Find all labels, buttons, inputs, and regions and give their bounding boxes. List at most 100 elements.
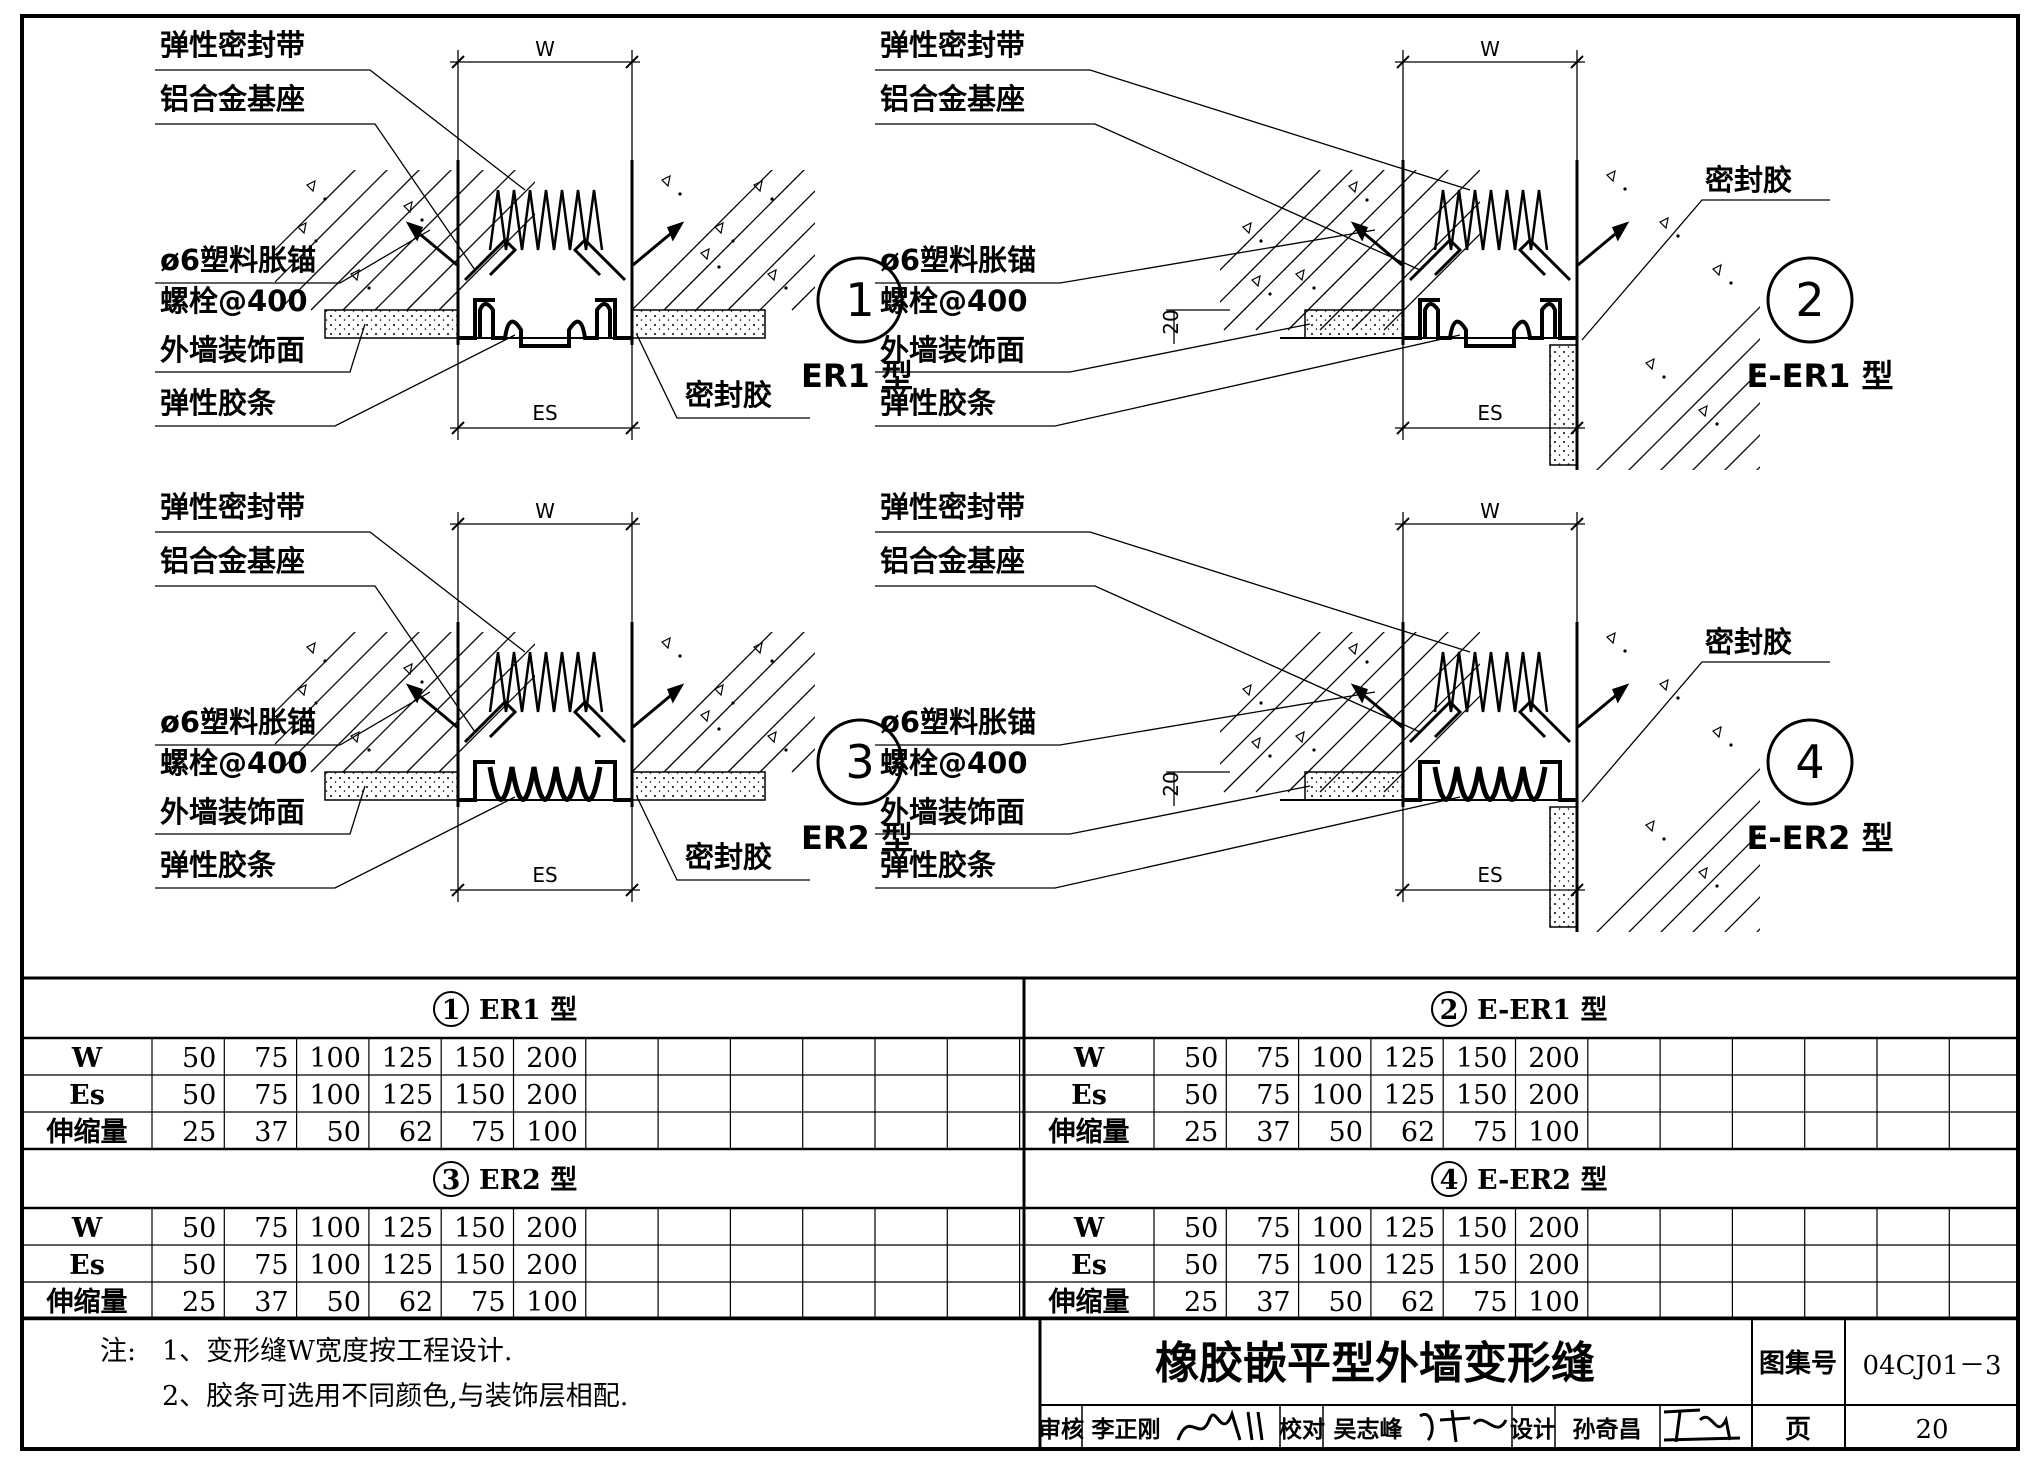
table-number: 1 — [442, 995, 461, 1026]
table-cell: 125 — [382, 1043, 434, 1074]
table-cell: 62 — [1401, 1117, 1435, 1148]
seal-strip-zigzag — [1433, 651, 1549, 713]
label-anchor: ø6塑料胀锚 — [880, 243, 1036, 277]
table-cell: 100 — [309, 1250, 361, 1281]
dimension-es: ES — [532, 401, 557, 425]
table-cell: 125 — [1384, 1080, 1436, 1111]
page-number: 20 — [1915, 1415, 1948, 1445]
label-bolt: 螺栓@400 — [160, 284, 308, 318]
label-sealant: 密封胶 — [685, 840, 772, 874]
table-cell: 200 — [1528, 1080, 1580, 1111]
detail-number: 1 — [845, 273, 874, 327]
dimensions: WES — [450, 499, 640, 902]
label-seal-strip: 弹性密封带 — [160, 28, 305, 62]
detail-number-circle — [816, 718, 904, 806]
table-cell: 100 — [1528, 1287, 1580, 1318]
detail-marker: 4E-ER2 型 — [1746, 718, 1894, 857]
atlas-number: 04CJ01－3 — [1862, 1351, 2001, 1381]
notes-prefix: 注: — [100, 1336, 136, 1367]
table-cell: 100 — [526, 1287, 578, 1318]
design-label: 设计 — [1510, 1417, 1556, 1443]
row-header: 伸缩量 — [1048, 1286, 1130, 1318]
joint-assembly — [1350, 651, 1630, 802]
callouts: 弹性密封带铝合金基座ø6塑料胀锚螺栓@400外墙装饰面弹性胶条密封胶 — [155, 490, 810, 889]
table-cell: 75 — [1256, 1080, 1290, 1111]
table-cell: 125 — [382, 1250, 434, 1281]
callouts: 弹性密封带铝合金基座ø6塑料胀锚螺栓@400外墙装饰面弹性胶条密封胶 — [155, 28, 810, 427]
row-header: 伸缩量 — [46, 1286, 128, 1318]
table-cell: 25 — [182, 1287, 216, 1318]
left-wall — [275, 622, 535, 807]
table-number: 4 — [1440, 1165, 1459, 1196]
right-wall — [1549, 622, 1760, 932]
label-sealant: 密封胶 — [1705, 625, 1792, 659]
notes: 注: 1、变形缝W宽度按工程设计. 2、胶条可选用不同颜色,与装饰层相配. — [100, 1336, 628, 1412]
checker-signature — [1419, 1409, 1508, 1443]
page-label: 页 — [1785, 1415, 1811, 1445]
row-header: Es — [1071, 1250, 1107, 1281]
detail-3: WES弹性密封带铝合金基座ø6塑料胀锚螺栓@400外墙装饰面弹性胶条密封胶3ER… — [155, 490, 913, 902]
detail-number-circle — [1766, 718, 1854, 806]
detail-marker: 2E-ER1 型 — [1746, 256, 1894, 395]
table-cell: 125 — [1384, 1043, 1436, 1074]
rubber-strip — [1423, 302, 1557, 348]
label-seal-strip: 弹性密封带 — [880, 28, 1025, 62]
dimension-w: W — [1480, 37, 1500, 61]
reviewer-signature — [1176, 1409, 1264, 1441]
table-title: E-ER1 型 — [1477, 995, 1608, 1026]
table-cell: 100 — [1311, 1043, 1363, 1074]
table-cell: 50 — [182, 1043, 216, 1074]
detail-type-label: E-ER1 型 — [1746, 357, 1893, 395]
table-cell: 100 — [1311, 1080, 1363, 1111]
table-cell: 75 — [1256, 1043, 1290, 1074]
label-anchor: ø6塑料胀锚 — [160, 243, 316, 277]
table-cell: 125 — [1384, 1213, 1436, 1244]
table-cell: 50 — [1329, 1117, 1363, 1148]
dimension-w: W — [1480, 499, 1500, 523]
dimension-w: W — [535, 37, 555, 61]
table-cell: 50 — [1184, 1250, 1218, 1281]
joint-assembly — [1350, 189, 1630, 348]
table-cell: 100 — [1311, 1250, 1363, 1281]
right-wall — [630, 622, 815, 807]
rubber-strip — [478, 302, 612, 348]
table-cell: 75 — [471, 1287, 505, 1318]
dimension-es: ES — [1477, 863, 1502, 887]
table-cell: 200 — [1528, 1043, 1580, 1074]
label-seal-strip: 弹性密封带 — [880, 490, 1025, 524]
detail-number-circle — [816, 256, 904, 344]
row-header: 伸缩量 — [1048, 1116, 1130, 1148]
concrete-hatch — [631, 170, 815, 311]
label-finish: 外墙装饰面 — [160, 795, 305, 829]
table-cell: 50 — [1184, 1043, 1218, 1074]
label-rubber: 弹性胶条 — [160, 848, 276, 882]
detail-number-circle — [1766, 256, 1854, 344]
joint-assembly — [405, 189, 685, 348]
label-bolt: 螺栓@400 — [880, 746, 1028, 780]
note-item-1: 1、变形缝W宽度按工程设计. — [162, 1336, 513, 1367]
label-base: 铝合金基座 — [160, 544, 305, 578]
detail-type-label: E-ER2 型 — [1746, 819, 1893, 857]
label-base: 铝合金基座 — [160, 82, 305, 116]
table-cell: 200 — [1528, 1250, 1580, 1281]
dimension-es: ES — [532, 863, 557, 887]
seal-strip-zigzag — [488, 189, 604, 251]
detail-number: 3 — [845, 735, 874, 789]
table-cell: 62 — [399, 1117, 433, 1148]
check-label: 校对 — [1279, 1416, 1325, 1443]
table-cell: 100 — [309, 1043, 361, 1074]
designer-name: 孙奇昌 — [1573, 1416, 1642, 1443]
table-cell: 75 — [1256, 1213, 1290, 1244]
